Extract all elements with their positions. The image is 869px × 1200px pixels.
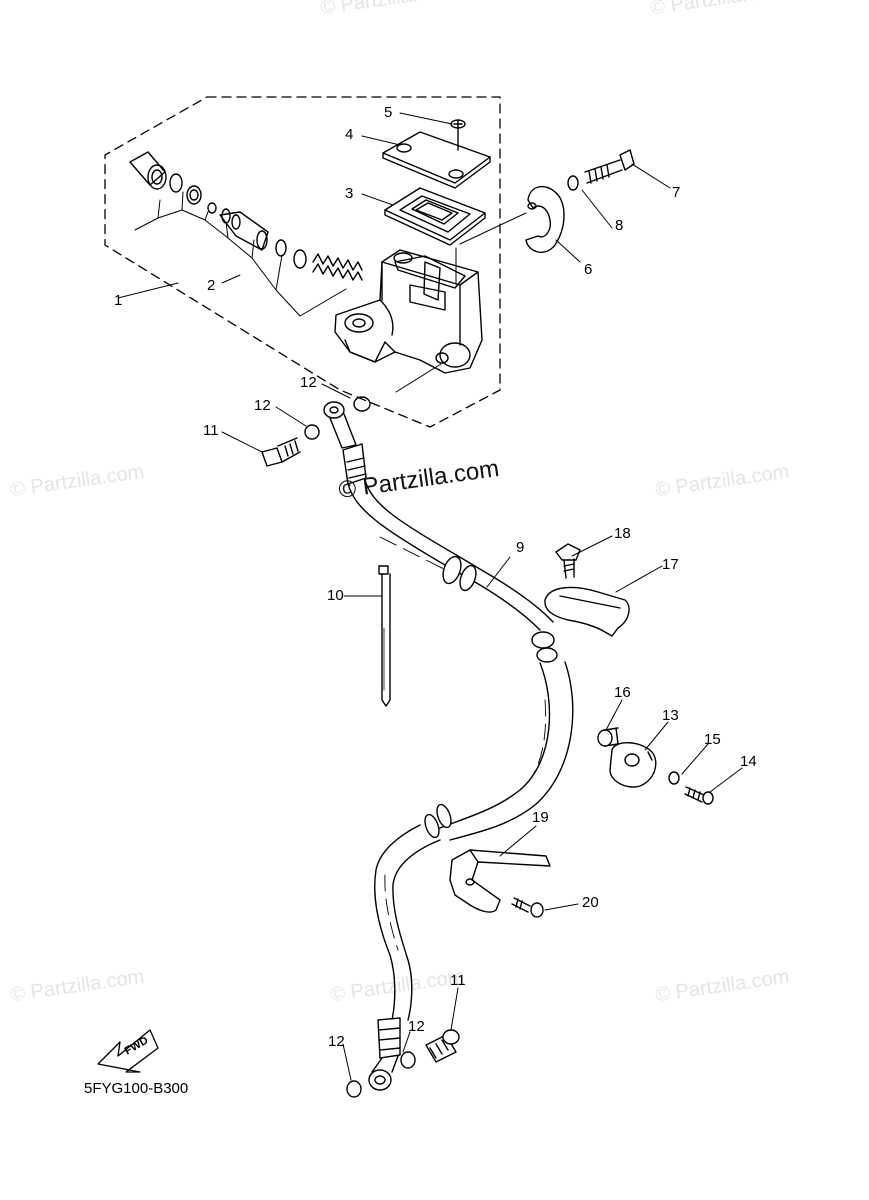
callout-12-top-left: 12	[254, 397, 271, 414]
hose-ring-b-icon	[531, 631, 558, 663]
piston-kit-icon	[129, 151, 363, 281]
callout-1: 1	[114, 292, 123, 309]
clamp-icon	[525, 185, 565, 253]
callout-18: 18	[614, 525, 631, 542]
callout-12-top-right: 12	[300, 374, 317, 391]
banjo-washer-top-upper-icon	[353, 396, 371, 412]
callout-12-bottom-right: 12	[408, 1018, 425, 1035]
reservoir-cap-icon	[382, 131, 491, 189]
bracket-bolt-icon	[511, 897, 544, 918]
clamp-bolt-icon	[584, 149, 635, 184]
union-bolt-bottom-icon	[425, 1029, 460, 1063]
banjo-fitting-bottom-icon	[368, 1017, 401, 1091]
assembly-boundary	[104, 96, 501, 428]
callout-9: 9	[516, 539, 525, 556]
master-cylinder-body-icon	[334, 249, 483, 374]
guide-bolt-icon	[555, 543, 581, 579]
callout-17: 17	[662, 556, 679, 573]
banjo-fitting-top-icon	[323, 401, 367, 485]
banjo-washer-bottom-left-icon	[346, 1080, 362, 1098]
callout-3: 3	[345, 185, 354, 202]
callout-2: 2	[207, 277, 216, 294]
hose-ring-a-icon	[442, 555, 477, 592]
hose-ring-c-icon	[424, 803, 452, 839]
hose-holder-icon	[609, 742, 657, 788]
callout-13: 13	[662, 707, 679, 724]
union-bolt-top-icon	[261, 437, 301, 467]
callout-16: 16	[614, 684, 631, 701]
hose-bracket-icon	[449, 849, 551, 913]
callout-14: 14	[740, 753, 757, 770]
callout-4: 4	[345, 126, 354, 143]
diaphragm-icon	[384, 187, 486, 246]
callout-15: 15	[704, 731, 721, 748]
banjo-washer-bottom-right-icon	[400, 1051, 416, 1069]
banjo-washer-top-lower-icon	[304, 424, 320, 440]
callout-19: 19	[532, 809, 549, 826]
clamp-washer-icon	[567, 175, 579, 191]
callout-20: 20	[582, 894, 599, 911]
callout-12-bottom-left: 12	[328, 1033, 345, 1050]
collar-icon	[597, 729, 613, 747]
callout-8: 8	[615, 217, 624, 234]
diagram-code: 5FYG100-B300	[84, 1080, 189, 1097]
callout-6: 6	[584, 261, 593, 278]
callout-11-top: 11	[203, 422, 219, 439]
holder-washer-icon	[668, 771, 680, 785]
cable-tie-icon	[378, 565, 391, 707]
callout-5: 5	[384, 104, 393, 121]
callout-11-bottom: 11	[450, 972, 466, 989]
callout-7: 7	[672, 184, 681, 201]
holder-screw-icon	[684, 786, 714, 805]
hose-guide-icon	[544, 586, 630, 637]
brake-hose-upper	[347, 483, 541, 631]
fwd-arrow-icon	[97, 1029, 159, 1073]
callout-10: 10	[327, 587, 344, 604]
